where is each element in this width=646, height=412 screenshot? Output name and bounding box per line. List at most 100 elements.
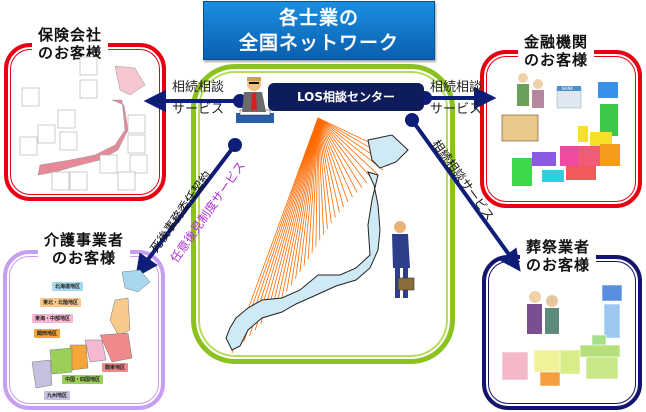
arrow-downleft-line <box>144 143 237 264</box>
prefecture-block <box>598 82 618 98</box>
network-line <box>317 117 336 218</box>
title-line2: 全国ネットワーク <box>238 32 399 54</box>
elderly-man-icon <box>529 291 541 303</box>
network-line <box>317 117 368 184</box>
prefecture-block <box>532 152 556 166</box>
region-label: 北海道地区 <box>52 282 84 291</box>
network-line <box>307 117 319 260</box>
network-line <box>317 117 349 203</box>
prefecture-block <box>512 158 532 186</box>
info-card <box>127 114 146 134</box>
prefecture-block <box>600 104 618 136</box>
prefecture-block <box>578 126 588 142</box>
network-line <box>317 117 384 171</box>
funeral-illustrations <box>527 291 559 334</box>
title-banner: 各士業の 全国ネットワーク <box>203 1 435 60</box>
japan-map-icon <box>225 134 409 351</box>
info-card <box>59 131 78 151</box>
region-label: 中国・四国地区 <box>62 375 104 384</box>
title-line1: 各士業の <box>278 7 359 29</box>
network-line <box>299 117 319 273</box>
network-line <box>254 117 319 331</box>
region-label: 関西地区 <box>34 329 61 338</box>
region-label: 東北・北陸地区 <box>40 298 82 307</box>
network-line <box>290 117 319 286</box>
prefecture-block <box>533 349 561 373</box>
arrow-downright-line <box>410 118 512 258</box>
bank-sign: BANK <box>562 86 573 91</box>
info-card <box>99 154 118 174</box>
businessman-at-desk-icon <box>236 77 274 123</box>
network-line <box>317 117 328 229</box>
prefecture-block <box>579 344 621 358</box>
arrow-left-head <box>143 89 166 113</box>
prefecture-block <box>601 284 623 302</box>
network-line <box>317 117 358 193</box>
info-card <box>51 171 70 191</box>
info-card <box>57 109 76 129</box>
businessman-with-briefcase-icon <box>392 221 415 298</box>
network-line <box>317 117 378 175</box>
network-line <box>315 117 319 247</box>
network-line <box>295 117 319 279</box>
network-line <box>286 117 319 292</box>
network-line <box>317 117 373 180</box>
los-center-label[interactable]: LOS相談センター <box>268 83 424 111</box>
info-card <box>69 171 88 191</box>
info-card <box>21 87 40 107</box>
finance-title: 金融機関 のお客様 <box>518 33 595 69</box>
arrow-downleft-dot <box>228 138 242 152</box>
info-card <box>19 136 38 156</box>
shop-icon <box>501 114 539 142</box>
elderly-man-icon <box>518 73 528 83</box>
arrows <box>135 86 521 278</box>
network-line <box>317 117 321 241</box>
prefecture-block <box>501 351 529 381</box>
prefecture-block <box>603 303 621 339</box>
prefecture-block <box>566 166 596 180</box>
network-line <box>311 117 319 253</box>
prefecture-block <box>539 371 561 387</box>
prefecture-block <box>578 146 600 166</box>
network-line <box>281 117 319 299</box>
region-label: 九州地区 <box>44 391 71 400</box>
info-card <box>129 154 148 174</box>
arrow-downright-dot <box>405 113 419 127</box>
info-card <box>79 56 98 76</box>
network-line <box>271 117 319 312</box>
prefecture-block <box>600 144 620 166</box>
network-line <box>303 117 319 266</box>
network-line <box>317 117 340 213</box>
network-line <box>317 117 324 235</box>
prefecture-block <box>585 356 619 380</box>
network-panel <box>191 64 455 364</box>
nursing-japan-map <box>31 269 151 389</box>
funeral-title: 葬祭業者 のお客様 <box>520 238 597 274</box>
region-label: 東海・中部地区 <box>32 314 74 323</box>
funeral-japan-map <box>501 284 623 387</box>
prefecture-block <box>590 132 612 146</box>
network-line <box>249 117 319 337</box>
network-line <box>260 117 319 325</box>
prefecture-block <box>560 146 578 166</box>
prefecture-block <box>559 349 581 375</box>
elderly-woman-icon <box>533 79 543 89</box>
right-service-label: 相続相談 サービス <box>430 80 483 117</box>
region-label: 関東地区 <box>102 363 129 372</box>
info-card <box>127 134 146 154</box>
network-line <box>317 117 332 224</box>
arrow-right-head <box>474 86 497 110</box>
prefecture-block <box>542 170 564 182</box>
network-line <box>317 117 344 208</box>
finance-illustrations: BANK <box>501 73 582 142</box>
arrow-downright-head <box>499 247 521 272</box>
network-line <box>265 117 319 318</box>
network-line <box>276 117 319 305</box>
insurance-info-cards <box>19 56 148 191</box>
left-service-label: 相続相談 サービス <box>172 80 225 117</box>
info-card <box>79 79 98 99</box>
info-card <box>117 171 136 191</box>
network-line <box>317 117 353 198</box>
nursing-title: 介護事業者 のお客様 <box>38 231 131 267</box>
